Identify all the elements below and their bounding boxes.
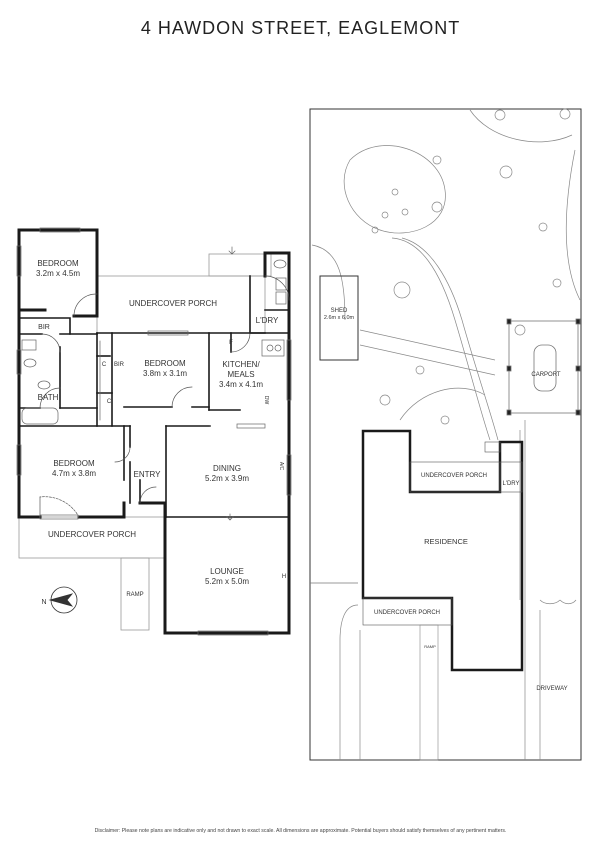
north-label: N	[41, 599, 46, 606]
room-dims-bed3: 4.7m x 3.8m	[52, 469, 96, 478]
north-arrow	[48, 586, 78, 614]
room-dims-dining: 5.2m x 3.9m	[205, 474, 249, 483]
internal-walls	[18, 275, 290, 518]
site-porch-lower: UNDERCOVER PORCH	[374, 610, 440, 616]
label-dishwasher: DW	[263, 396, 269, 405]
room-name-dining: DINING	[213, 464, 241, 473]
room-name-bed2: BEDROOM	[144, 359, 186, 368]
label-c-2: C	[107, 399, 112, 405]
site-laundry: L'DRY	[502, 481, 519, 487]
room-name-entry: ENTRY	[134, 470, 162, 479]
room-name-bath: BATH	[38, 393, 59, 402]
room-name-laundry: L'DRY	[256, 316, 279, 325]
windows	[16, 227, 292, 636]
external-walls	[17, 228, 291, 635]
room-name-bed1: BEDROOM	[37, 259, 79, 268]
label-heater: H	[282, 574, 286, 580]
ramp-outline	[120, 557, 150, 631]
floor-plan	[16, 227, 292, 636]
disclaimer: Disclaimer: Please note plans are indica…	[94, 828, 507, 834]
label-c-1: C	[102, 362, 107, 368]
shed	[319, 275, 359, 361]
site-boundary	[309, 108, 582, 761]
room-name-ramp: RAMP	[126, 592, 143, 598]
room-name-kitchen-2: MEALS	[227, 370, 254, 379]
door-swings	[39, 275, 290, 518]
room-dims-bed2: 3.8m x 3.1m	[143, 369, 187, 378]
label-bir-mid: BIR	[114, 362, 125, 368]
garden-features	[311, 109, 581, 760]
site-porch-upper: UNDERCOVER PORCH	[421, 473, 487, 479]
carport	[506, 318, 581, 416]
site-shed-name: SHED	[331, 308, 348, 314]
site-ramp: RAMP	[424, 644, 436, 649]
trees	[371, 108, 571, 425]
site-driveway: DRIVEWAY	[536, 686, 567, 692]
room-name-bir-top: BIR	[38, 324, 50, 331]
room-dims-kitchen: 3.4m x 4.1m	[219, 380, 263, 389]
room-name-lounge: LOUNGE	[210, 567, 244, 576]
room-name-bed3: BEDROOM	[53, 459, 95, 468]
label-aircon: A/C	[278, 462, 284, 471]
room-name-porch-top: UNDERCOVER PORCH	[129, 299, 217, 308]
room-name-porch-bottom: UNDERCOVER PORCH	[48, 530, 136, 539]
site-carport: CARPORT	[531, 372, 561, 378]
page-title: 4 HAWDON STREET, EAGLEMONT	[140, 18, 461, 38]
label-fridge: F	[229, 340, 233, 346]
room-dims-lounge: 5.2m x 5.0m	[205, 577, 249, 586]
room-dims-bed1: 3.2m x 4.5m	[36, 269, 80, 278]
site-plan	[309, 108, 582, 761]
site-residence: RESIDENCE	[424, 537, 468, 546]
fixtures	[21, 246, 287, 521]
residence-outline	[361, 429, 524, 672]
room-name-kitchen: KITCHEN/	[222, 360, 260, 369]
step-outline	[208, 253, 272, 277]
site-shed-dims: 2.6m x 6.0m	[324, 315, 355, 321]
